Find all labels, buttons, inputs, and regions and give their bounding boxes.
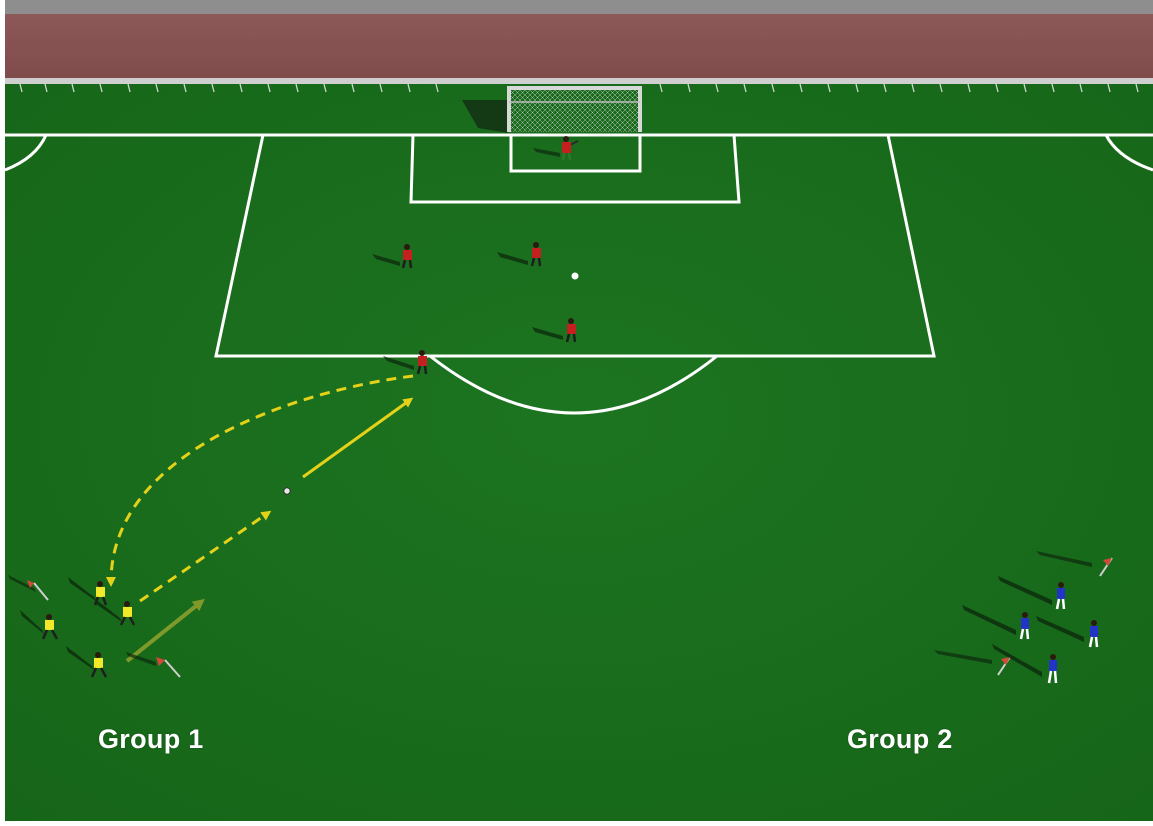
group-1-label: Group 1 — [98, 724, 204, 755]
ball-icon — [284, 488, 290, 494]
group-2-label: Group 2 — [847, 724, 953, 755]
ball-icon — [572, 273, 579, 280]
running-track — [5, 14, 1153, 82]
stand-wall — [5, 0, 1153, 16]
perimeter-barrier — [5, 78, 1153, 84]
pitch-surface — [5, 84, 1153, 821]
